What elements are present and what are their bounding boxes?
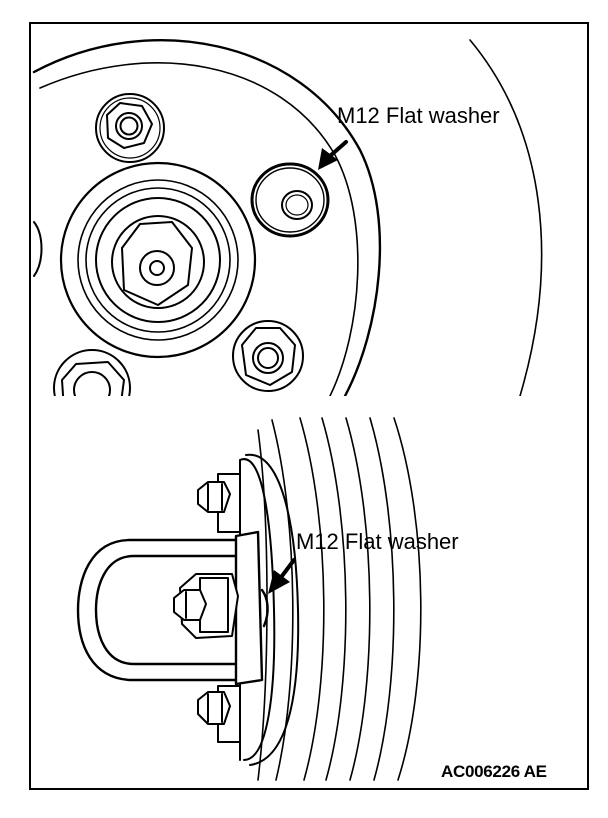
hex-nut-lower-left xyxy=(53,349,131,396)
arrow-icon xyxy=(318,140,348,170)
hex-bolt-middle xyxy=(173,573,239,639)
hex-bolt-upper xyxy=(197,473,241,533)
figure-frame xyxy=(29,22,589,790)
left-edge-arc xyxy=(33,221,43,277)
hex-nut-upper xyxy=(95,93,165,163)
belt-grooves xyxy=(257,417,422,781)
center-hub xyxy=(59,161,257,359)
belt-arc xyxy=(469,39,543,396)
hex-nut-lower-right xyxy=(232,320,304,392)
flat-washer-top xyxy=(250,162,330,238)
callout-label-top: M12 Flat washer xyxy=(337,103,500,128)
callout-label-bottom: M12 Flat washer xyxy=(296,529,459,554)
u-bracket xyxy=(76,530,264,686)
flat-washer-bottom xyxy=(260,588,269,628)
top-view xyxy=(32,39,543,396)
pulley-inner-arc xyxy=(39,62,359,396)
hex-bolt-lower xyxy=(197,685,241,743)
figure-code: AC006226 AE xyxy=(441,762,547,781)
bottom-view xyxy=(76,417,422,781)
arrow-icon xyxy=(268,558,296,594)
pulley-outer-arc xyxy=(32,39,382,396)
